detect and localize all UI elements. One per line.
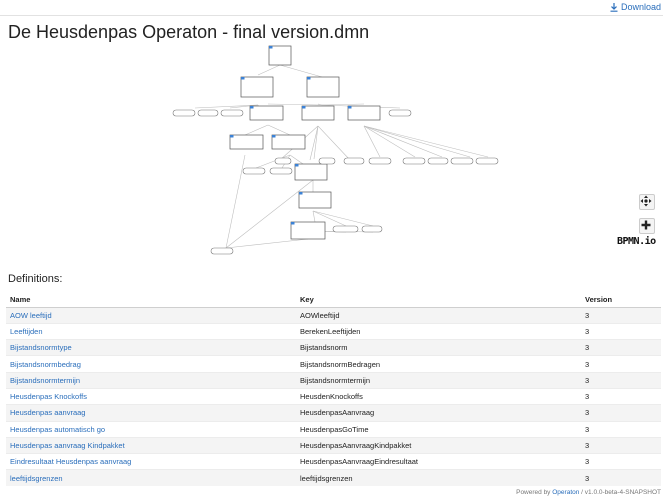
definition-link[interactable]: Eindresultaat Heusdenpas aanvraag xyxy=(10,457,132,467)
table-row: Eindresultaat Heusdenpas aanvraag Heusde… xyxy=(6,453,661,470)
column-header-name: Name xyxy=(6,293,296,308)
table-header-row: Name Key Version xyxy=(6,293,661,308)
definition-version: 3 xyxy=(581,371,661,389)
definition-version: 3 xyxy=(581,420,661,438)
definition-key: leeftijdsgrenzen xyxy=(296,469,581,487)
definition-version: 3 xyxy=(581,453,661,470)
definition-key: Bijstandsnorm xyxy=(296,339,581,356)
plus-icon xyxy=(641,220,651,230)
table-row: leeftijdsgrenzen leeftijdsgrenzen 3 xyxy=(6,469,661,487)
drd-diagram-canvas[interactable]: BPMN.io xyxy=(0,40,663,268)
decision-nodes xyxy=(229,45,381,240)
table-row: Bijstandsnormbedrag BijstandsnormBedrage… xyxy=(6,355,661,373)
definition-key: HeusdenKnockoffs xyxy=(296,387,581,405)
definition-link[interactable]: Bijstandsnormtermijn xyxy=(10,375,81,385)
definitions-heading: Definitions: xyxy=(8,273,63,285)
table-row: Heusdenpas aanvraag HeusdenpasAanvraag 3 xyxy=(6,404,661,422)
bpmn-io-logo-text: BPMN.io xyxy=(617,236,656,247)
operaton-link[interactable]: Operaton xyxy=(552,489,580,496)
definition-link[interactable]: Bijstandsnormbedrag xyxy=(10,359,81,369)
definition-link[interactable]: leeftijdsgrenzen xyxy=(10,473,63,483)
bpmn-io-logo[interactable]: BPMN.io xyxy=(617,236,656,247)
definition-key: BerekenLeeftijden xyxy=(296,322,581,340)
table-row: AOW leeftijd AOWleeftijd 3 xyxy=(6,306,661,324)
decision-markers xyxy=(230,46,352,225)
definition-key: HeusdenpasAanvraagKindpakket xyxy=(296,436,581,454)
download-label: Download xyxy=(620,2,661,12)
footer: Powered by Operaton / v1.0.0-beta-4-SNAP… xyxy=(516,489,661,496)
download-link[interactable]: Download xyxy=(610,2,661,12)
definition-version: 3 xyxy=(581,404,661,422)
definition-key: Bijstandsnormtermijn xyxy=(296,371,581,389)
requirement-edges xyxy=(194,64,489,249)
definition-link[interactable]: Heusdenpas Knockoffs xyxy=(10,392,87,402)
table-row: Heusdenpas aanvraag Kindpakket Heusdenpa… xyxy=(6,436,661,454)
definition-link[interactable]: Bijstandsnormtype xyxy=(10,343,72,353)
definition-version: 3 xyxy=(581,469,661,487)
definition-link[interactable]: Heusdenpas aanvraag Kindpakket xyxy=(10,441,125,451)
table-row: Leeftijden BerekenLeeftijden 3 xyxy=(6,322,661,340)
recenter-button[interactable] xyxy=(639,194,655,210)
definition-key: AOWleeftijd xyxy=(296,306,581,324)
definitions-table: Name Key Version AOW leeftijd AOWleeftij… xyxy=(6,293,661,487)
definition-version: 3 xyxy=(581,339,661,356)
definition-link[interactable]: Heusdenpas aanvraag xyxy=(10,408,86,418)
definition-version: 3 xyxy=(581,322,661,340)
definition-key: HeusdenpasAanvraag xyxy=(296,404,581,422)
top-bar: Download xyxy=(0,0,663,16)
column-header-key: Key xyxy=(296,293,581,308)
download-icon xyxy=(610,2,618,12)
column-header-version: Version xyxy=(581,293,661,308)
table-row: Bijstandsnormtype Bijstandsnorm 3 xyxy=(6,339,661,356)
definition-version: 3 xyxy=(581,436,661,454)
zoom-in-button[interactable] xyxy=(639,218,655,234)
definition-key: HeusdenpasGoTime xyxy=(296,420,581,438)
table-row: Heusdenpas automatisch go HeusdenpasGoTi… xyxy=(6,420,661,438)
table-row: Heusdenpas Knockoffs HeusdenKnockoffs 3 xyxy=(6,387,661,405)
table-row: Bijstandsnormtermijn Bijstandsnormtermij… xyxy=(6,371,661,389)
definition-key: BijstandsnormBedragen xyxy=(296,355,581,373)
page-title: De Heusdenpas Operaton - final version.d… xyxy=(8,22,370,42)
definition-key: HeusdenpasAanvraagEindresultaat xyxy=(296,453,581,470)
definition-link[interactable]: Heusdenpas automatisch go xyxy=(10,424,106,434)
drd-diagram xyxy=(172,45,499,255)
footer-version: / v1.0.0-beta-4-SNAPSHOT xyxy=(579,489,661,496)
footer-prefix: Powered by xyxy=(516,489,553,496)
definition-version: 3 xyxy=(581,306,661,324)
input-data-nodes xyxy=(172,109,499,255)
definition-version: 3 xyxy=(581,355,661,373)
move-arrows-icon xyxy=(640,195,652,207)
definition-link[interactable]: Leeftijden xyxy=(10,326,43,336)
definition-link[interactable]: AOW leeftijd xyxy=(10,310,52,320)
definition-version: 3 xyxy=(581,387,661,405)
